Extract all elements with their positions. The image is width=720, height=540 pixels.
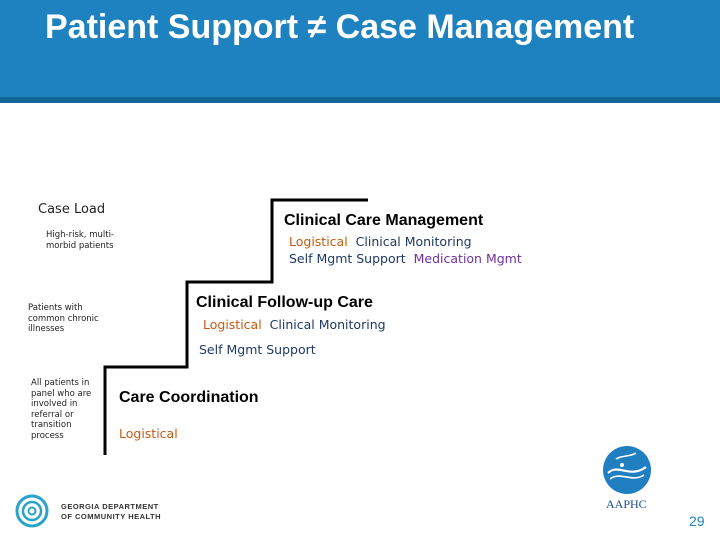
gdch-line2: OF COMMUNITY HEALTH (61, 512, 162, 521)
tier-heading-care-coordination: Care Coordination (119, 389, 259, 406)
tier2-logistical: Logistical (203, 317, 262, 332)
tier-heading-clinical-care-management: Clinical Care Management (284, 212, 484, 229)
page-number: 29 (689, 513, 705, 529)
tier1-self-mgmt-support: Self Mgmt Support (289, 251, 406, 266)
tier2-line1: Logistical Clinical Monitoring (203, 317, 386, 332)
population-high-risk: High-risk, multi-morbid patients (46, 230, 115, 251)
aaphc-logo-icon (603, 446, 651, 494)
tier-heading-clinical-follow-up: Clinical Follow-up Care (196, 294, 373, 311)
tier1-line2: Self Mgmt Support Medication Mgmt (289, 251, 522, 266)
tier1-logistical: Logistical (289, 234, 348, 249)
aaphc-logo-text: AAPHC (606, 497, 647, 511)
case-load-label: Case Load (38, 202, 106, 217)
tier3-logistical: Logistical (119, 426, 178, 441)
tier1-line1: Logistical Clinical Monitoring (289, 234, 472, 249)
tier1-medication-mgmt: Medication Mgmt (413, 251, 522, 266)
tier2-self-mgmt-support: Self Mgmt Support (199, 342, 316, 357)
title-bar (0, 0, 720, 103)
gdch-logo-text: GEORGIA DEPARTMENT OF COMMUNITY HEALTH (61, 502, 161, 522)
population-all-patients: All patients in panel who are involved i… (31, 378, 92, 441)
population-chronic: Patients with common chronic illnesses (28, 303, 99, 334)
tier2-clinical-monitoring: Clinical Monitoring (269, 317, 386, 332)
gdch-line1: GEORGIA DEPARTMENT (61, 502, 159, 511)
tier1-clinical-monitoring: Clinical Monitoring (355, 234, 472, 249)
slide-title: Patient Support ≠ Case Management (45, 8, 635, 46)
gdch-logo-icon (15, 494, 49, 528)
